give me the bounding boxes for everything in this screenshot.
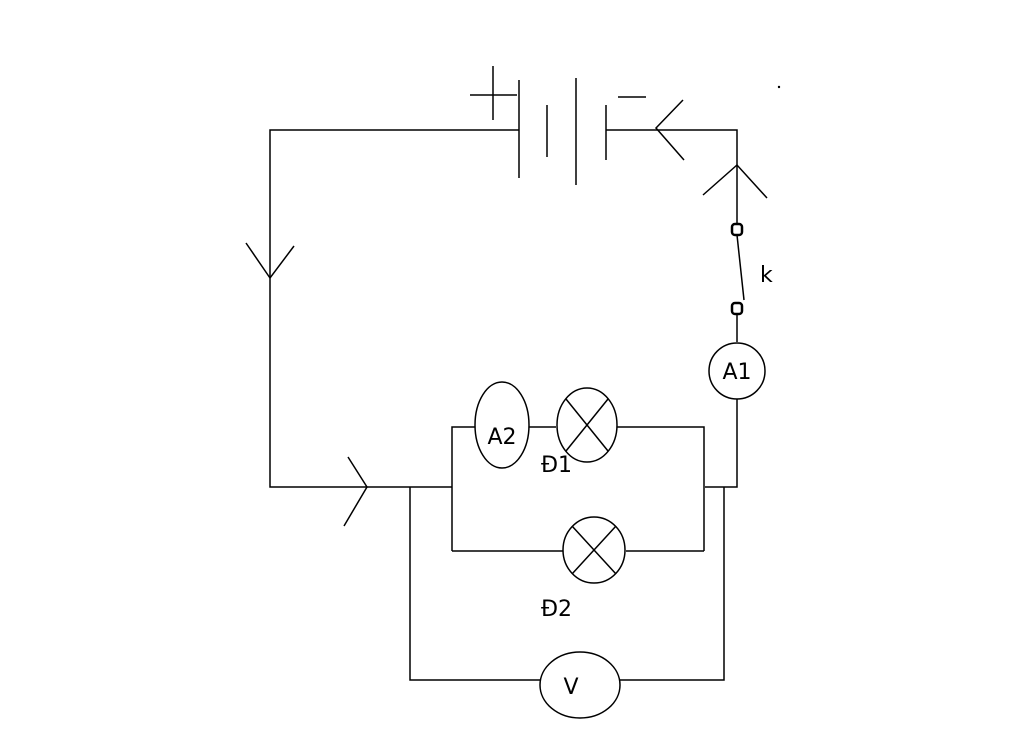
wire-voltmeter-left: [409, 487, 540, 681]
voltmeter-body: [539, 651, 621, 719]
switch-blade: [736, 234, 745, 301]
switch-terminal-top: [730, 222, 744, 237]
voltmeter-label: V: [563, 675, 578, 700]
plus-sign-icon: [470, 66, 517, 120]
arrow-down-icon: [245, 242, 295, 280]
switch-terminal-bottom: [730, 301, 744, 316]
wire-a1-to-node: [705, 399, 738, 488]
wire-top-left: [269, 129, 519, 488]
wire-top-right: [606, 129, 738, 226]
arrow-right-icon: [343, 456, 368, 527]
lamp-d1-label: Đ1: [541, 453, 572, 478]
branch-lamp-1: A2 Đ1: [451, 381, 705, 551]
arrow-left-icon: [654, 99, 685, 161]
stray-dot: [777, 85, 781, 89]
current-arrows: [245, 99, 768, 527]
wire-branch1-left: [451, 426, 476, 551]
ammeter-a2-body: [474, 381, 530, 469]
voltmeter-branch: V: [409, 487, 725, 719]
ammeter-a1-body: [708, 342, 766, 400]
lamp-d1-icon: [556, 387, 618, 463]
wire-voltmeter-right: [620, 487, 725, 681]
main-wires: [269, 129, 738, 488]
ammeter-a1-label: A1: [722, 360, 751, 385]
switch-label: k: [760, 263, 773, 288]
lamp-d2-label: Đ2: [541, 597, 572, 622]
ammeter-a2-label: A2: [487, 425, 516, 450]
lamp-d2-icon: [562, 516, 626, 584]
branch-lamp-2: Đ2: [452, 516, 704, 622]
wire-branch1-right: [617, 426, 705, 551]
ammeter-a1: A1: [708, 342, 766, 400]
battery: [470, 66, 646, 185]
arrow-up-icon: [702, 163, 768, 199]
switch-k: k: [730, 222, 773, 316]
